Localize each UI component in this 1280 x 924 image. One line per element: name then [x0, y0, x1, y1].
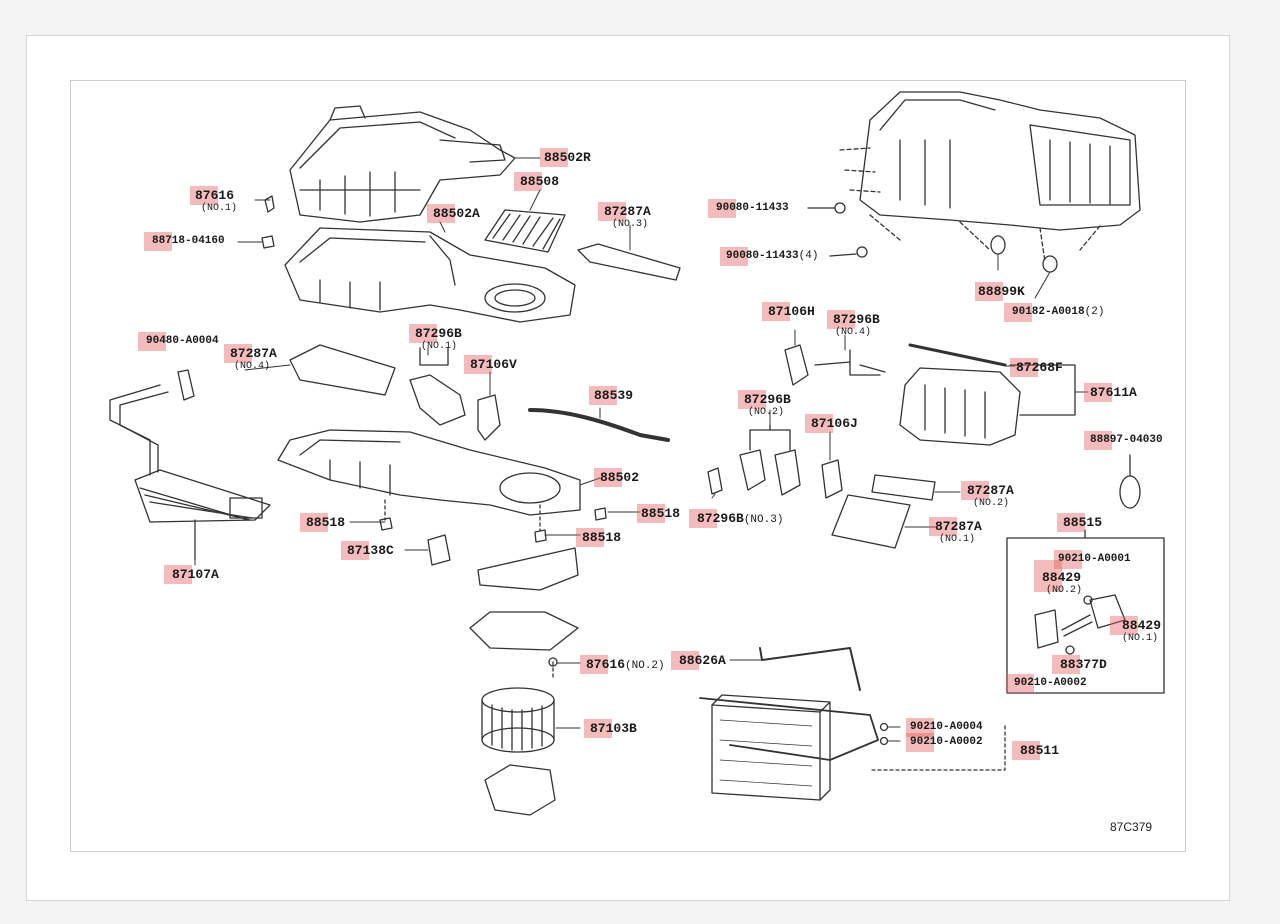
clip-87616	[264, 195, 275, 213]
label-88518-b: 88518	[576, 528, 621, 547]
label-87296b-no2: 87296B (NO.2)	[738, 390, 791, 418]
bracket-87296b-no1	[419, 347, 449, 366]
heater-core	[109, 384, 271, 561]
leader-lines	[194, 157, 1089, 742]
diagram-panel	[70, 80, 1186, 852]
label-88518-a: 88518	[300, 513, 345, 532]
label-88518-c: 88518	[637, 504, 680, 523]
label-88539: 88539	[589, 386, 633, 405]
label-87616-no2: 87616(NO.2)	[580, 655, 665, 674]
block-fitting	[1089, 594, 1126, 629]
bracket-87611a	[1009, 364, 1076, 416]
screw-b	[856, 246, 868, 258]
label-87106v: 87106V	[464, 355, 517, 374]
leader-88511	[869, 725, 1006, 771]
label-90080-a: 90080-11433	[708, 199, 789, 218]
label-88718: 88718-04160	[144, 232, 225, 251]
damper-no2	[871, 474, 936, 501]
grommet-90480	[177, 369, 195, 401]
label-87106j: 87106J	[805, 414, 858, 433]
actuator-87106j	[821, 459, 843, 499]
damper-no4	[289, 344, 396, 396]
label-90210-a0001: 90210-A0001	[1054, 550, 1131, 569]
label-88508: 88508	[514, 172, 559, 191]
label-88429-no2: 88429 (NO.2)	[1034, 560, 1082, 596]
label-88502r: 88502R	[540, 148, 591, 167]
label-88515: 88515	[1057, 513, 1102, 532]
blower-case-lower	[284, 227, 576, 323]
unit-case-88502	[277, 429, 581, 516]
label-87611a: 87611A	[1084, 383, 1137, 402]
oring-a0004	[879, 722, 889, 732]
clip-88518-b	[534, 529, 547, 543]
hose-88539	[528, 408, 670, 442]
label-90210-a0002-box: 90210-A0002	[1006, 674, 1087, 693]
clip-88718	[261, 235, 275, 249]
label-87287a-no3: 87287A (NO.3)	[598, 202, 651, 230]
label-88511: 88511	[1012, 741, 1059, 760]
actuator-87106h	[784, 344, 809, 386]
label-88626a: 88626A	[671, 651, 726, 670]
label-87296b-no1: 87296B (NO.1)	[409, 324, 462, 352]
label-88899k: 88899K	[975, 282, 1025, 301]
label-87616-no1: 87616 (NO.1)	[190, 186, 237, 214]
leader-screws	[807, 207, 857, 257]
label-87287a-no2: 87287A (NO.2)	[961, 481, 1014, 509]
filter-element	[484, 209, 566, 253]
clip-88518-c	[594, 507, 607, 521]
label-87103b: 87103B	[584, 719, 637, 738]
label-87138c: 87138C	[341, 541, 394, 560]
label-90210-a0004: 90210-A0004	[906, 718, 983, 737]
screw-a	[834, 202, 846, 214]
link-87296b-no2-b	[774, 449, 801, 496]
label-87296b-no4: 87296B (NO.4)	[827, 310, 880, 338]
label-88377d: 88377D	[1052, 655, 1107, 674]
label-88502a: 88502A	[427, 204, 480, 223]
clip-88518-a	[379, 517, 393, 531]
blower-case-upper	[289, 105, 516, 223]
pipe-88626a	[759, 647, 861, 691]
label-90080-b: 90080-11433(4)	[720, 247, 818, 266]
grommet-88897	[1119, 475, 1141, 509]
label-87107a: 87107A	[164, 565, 219, 584]
link-87296b-no2-a	[739, 449, 766, 491]
label-87287a-no4: 87287A (NO.4)	[224, 344, 277, 372]
screw-87616-no2	[548, 657, 558, 667]
bracket-87296b-no2	[749, 424, 791, 451]
damper-no3	[577, 243, 681, 281]
actuator-87106v	[477, 394, 501, 441]
label-87106h: 87106H	[762, 302, 815, 321]
hvac-unit-assembly	[839, 91, 1141, 263]
label-88429-no1: 88429 (NO.1)	[1110, 616, 1161, 644]
bolts-88377d	[1061, 614, 1093, 637]
link-87296b-no4	[814, 349, 886, 376]
label-87296b-no3: 87296B(NO.3)	[689, 509, 783, 528]
oring-a0001	[1083, 595, 1093, 605]
evaporator-88511	[699, 694, 879, 801]
label-90210-a0002: 90210-A0002	[906, 733, 983, 752]
oring-a0002-box	[1065, 645, 1075, 655]
grommet-88899k	[990, 235, 1006, 255]
expansion-valve	[1034, 609, 1059, 649]
scroll-plate	[469, 611, 579, 651]
link-87296b-no1	[409, 374, 466, 426]
label-90182: 90182-A0018(2)	[1004, 303, 1104, 322]
label-88502: 88502	[594, 468, 639, 487]
scroll-cover	[477, 547, 579, 591]
label-87287a-no1: 87287A (NO.1)	[929, 517, 982, 545]
nut-90182	[1042, 255, 1058, 273]
resistor-87138c	[427, 534, 451, 566]
blower-motor	[481, 661, 556, 816]
oring-a0002	[879, 736, 889, 746]
evap-case-87611a	[899, 343, 1021, 446]
label-90480: 90480-A0004	[138, 332, 219, 351]
damper-no1	[831, 494, 911, 549]
diagram-code: 87C379	[1110, 820, 1153, 834]
label-88897: 88897-04030	[1084, 431, 1163, 450]
link-87296b-no3	[707, 467, 723, 495]
label-87268f: 87268F	[1010, 358, 1063, 377]
